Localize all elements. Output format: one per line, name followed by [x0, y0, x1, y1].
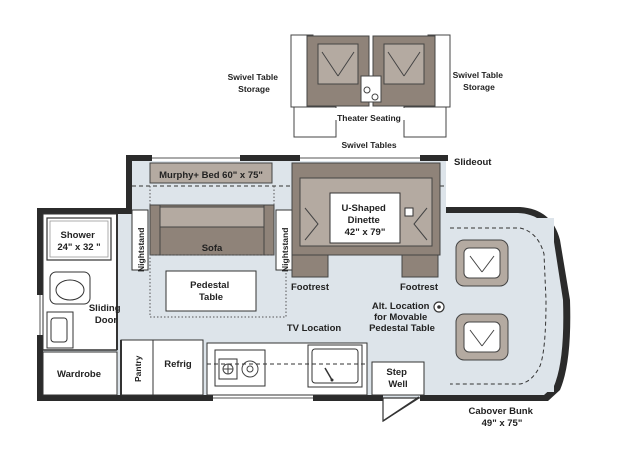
sink-icon: [46, 311, 74, 349]
shower-label: Shower 24" x 32 ": [57, 230, 100, 253]
cab-seat-passenger: [455, 313, 509, 361]
pedestal-table: [165, 270, 257, 312]
slideout-label: Slideout: [454, 157, 492, 168]
alt-location-marker-icon: [433, 301, 445, 313]
swivel-table-right: [403, 106, 447, 138]
wardrobe-label: Wardrobe: [57, 369, 101, 380]
pantry-label: Pantry: [133, 355, 143, 382]
theater-seating-inset: [290, 34, 451, 138]
cab-seat-driver: [455, 239, 509, 287]
murphy-bed-label: Murphy+ Bed 60" x 75": [159, 170, 263, 181]
sofa-label: Sofa: [202, 243, 223, 254]
pantry: [120, 339, 154, 396]
nightstand-right-label: Nightstand: [280, 228, 290, 272]
step-well: [371, 361, 425, 396]
footrest-right: [401, 254, 439, 278]
swivel-table-left: [293, 106, 337, 138]
wardrobe: [42, 351, 118, 396]
alt-location-label: Alt. Location for Movable Pedestal Table: [369, 301, 435, 334]
shower: [46, 217, 112, 261]
footrest-left: [291, 254, 329, 278]
pedestal-table-label: Pedestal Table: [190, 280, 232, 303]
footrest-left-label: Footrest: [291, 282, 330, 293]
footrest-right-label: Footrest: [400, 282, 439, 293]
nightstand-left-label: Nightstand: [136, 228, 146, 272]
step-well-label: Step Well: [386, 367, 409, 390]
tv-location-label: TV Location: [287, 323, 342, 334]
nightstand-left: [131, 209, 149, 271]
dinette-label: U-Shaped Dinette 42" x 79": [342, 203, 389, 238]
galley-sink: [307, 344, 363, 388]
dinette-table: [329, 192, 401, 244]
refrigerator: [152, 339, 204, 396]
theater-seating-label: Theater Seating: [337, 113, 401, 123]
toilet-icon: [49, 271, 91, 305]
pedestal-table-zone: [149, 254, 287, 318]
sliding-door-label: Sliding Door: [89, 303, 123, 326]
cabover-bunk-label: Cabover Bunk 49" x 75": [468, 406, 535, 429]
swivel-table-storage-left-label: Swivel Table Storage: [228, 72, 281, 94]
swivel-tables-label: Swivel Tables: [341, 140, 396, 150]
coach-body: [37, 155, 571, 423]
theater-console: [360, 75, 382, 103]
refrig-label: Refrig: [164, 359, 192, 370]
swivel-table-storage-right-label: Swivel Table Storage: [453, 70, 506, 92]
